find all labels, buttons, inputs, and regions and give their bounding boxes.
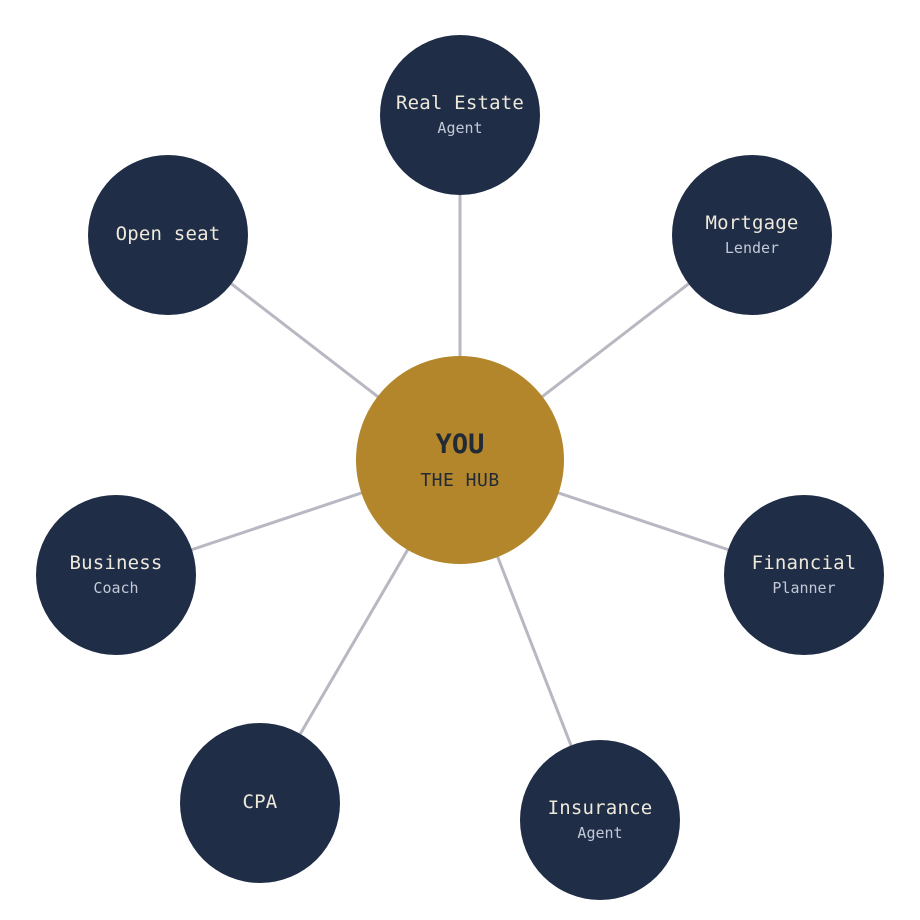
node-financial-planner: Financial Planner bbox=[724, 495, 884, 655]
node-business-coach: Business Coach bbox=[36, 495, 196, 655]
node-mortgage-lender: Mortgage Lender bbox=[672, 155, 832, 315]
node-insurance-agent: Insurance Agent bbox=[520, 740, 680, 900]
node-label: Financial bbox=[751, 551, 857, 574]
node-label: CPA bbox=[242, 791, 278, 814]
node-sublabel: Agent bbox=[577, 824, 623, 843]
node-label: Business bbox=[69, 551, 163, 574]
hub-node: YOU THE HUB bbox=[356, 356, 564, 564]
node-label: Mortgage bbox=[705, 211, 799, 234]
node-open-seat: Open seat bbox=[88, 155, 248, 315]
node-sublabel: Lender bbox=[724, 239, 780, 258]
node-sublabel: Planner bbox=[772, 579, 836, 598]
hub-subtitle: THE HUB bbox=[420, 470, 500, 491]
node-sublabel: Agent bbox=[437, 119, 483, 138]
node-label: Insurance bbox=[547, 796, 653, 819]
hub-title: YOU bbox=[435, 429, 485, 460]
node-sublabel: Coach bbox=[93, 579, 139, 598]
node-cpa: CPA bbox=[180, 723, 340, 883]
node-label: Real Estate bbox=[395, 91, 525, 114]
node-real-estate-agent: Real Estate Agent bbox=[380, 35, 540, 195]
node-label: Open seat bbox=[115, 223, 221, 246]
